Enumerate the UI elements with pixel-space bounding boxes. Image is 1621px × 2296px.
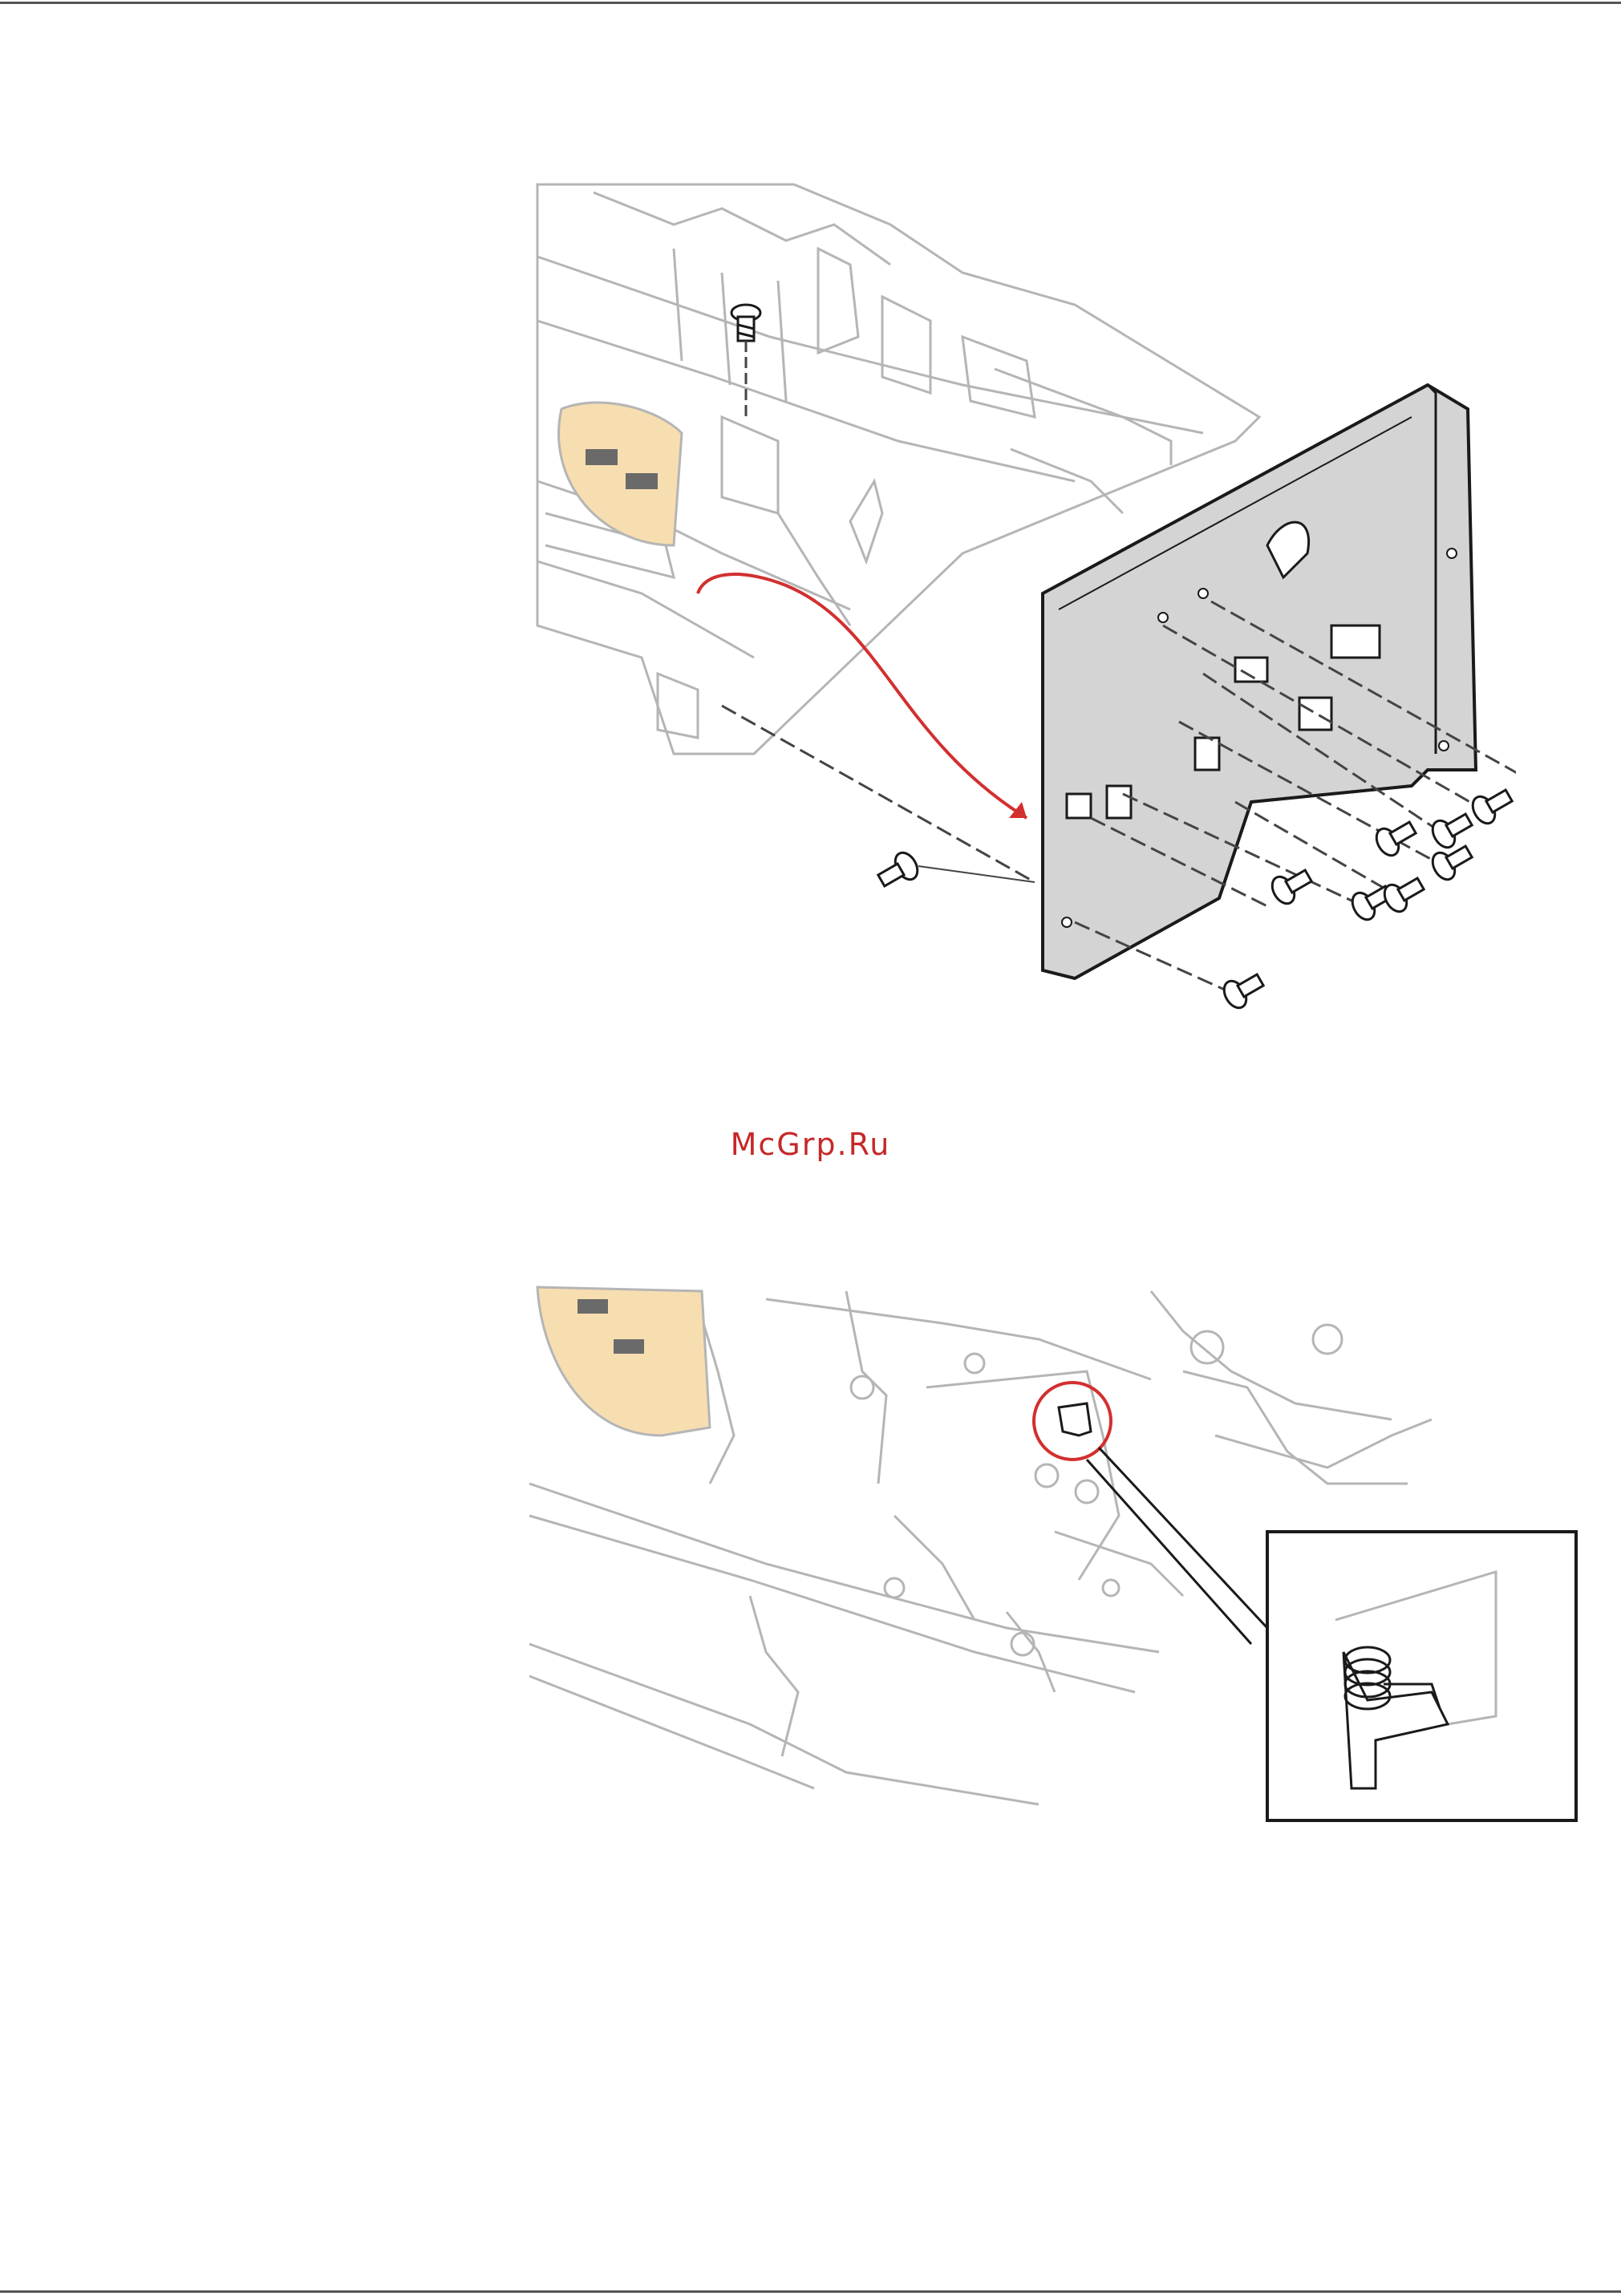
screw-icon-3 — [1429, 807, 1477, 851]
header-rule — [0, 2, 1621, 4]
exploded-view-frame-removal — [513, 176, 1516, 1043]
screw-icon-9 — [1220, 967, 1268, 1011]
watermark-text: McGrp.Ru — [0, 1127, 1621, 1162]
drive-gear — [559, 403, 682, 545]
footer-rule — [0, 2290, 1621, 2293]
gear-detail-1 — [577, 1299, 608, 1314]
detail-view-svg — [525, 1275, 1584, 1828]
gear-detail-1 — [586, 449, 618, 465]
spring-bracket-small — [1059, 1403, 1091, 1436]
screw-icon-4 — [1372, 815, 1420, 859]
screw-icon-8 — [1268, 863, 1316, 907]
exploded-view-svg — [513, 176, 1516, 1043]
screw-icon-left — [874, 848, 922, 893]
gear-detail-2 — [614, 1339, 644, 1354]
magnified-inset — [1267, 1532, 1576, 1820]
screw-icon-2 — [1469, 783, 1516, 827]
leader-line-1 — [1099, 1448, 1267, 1628]
screw-icon-7 — [1380, 871, 1429, 915]
drive-gear — [537, 1287, 710, 1436]
curved-arrow-icon — [698, 574, 1027, 818]
gear-detail-2 — [626, 473, 658, 489]
screw-top-icon — [731, 305, 760, 417]
detail-view-spring — [525, 1275, 1584, 1828]
